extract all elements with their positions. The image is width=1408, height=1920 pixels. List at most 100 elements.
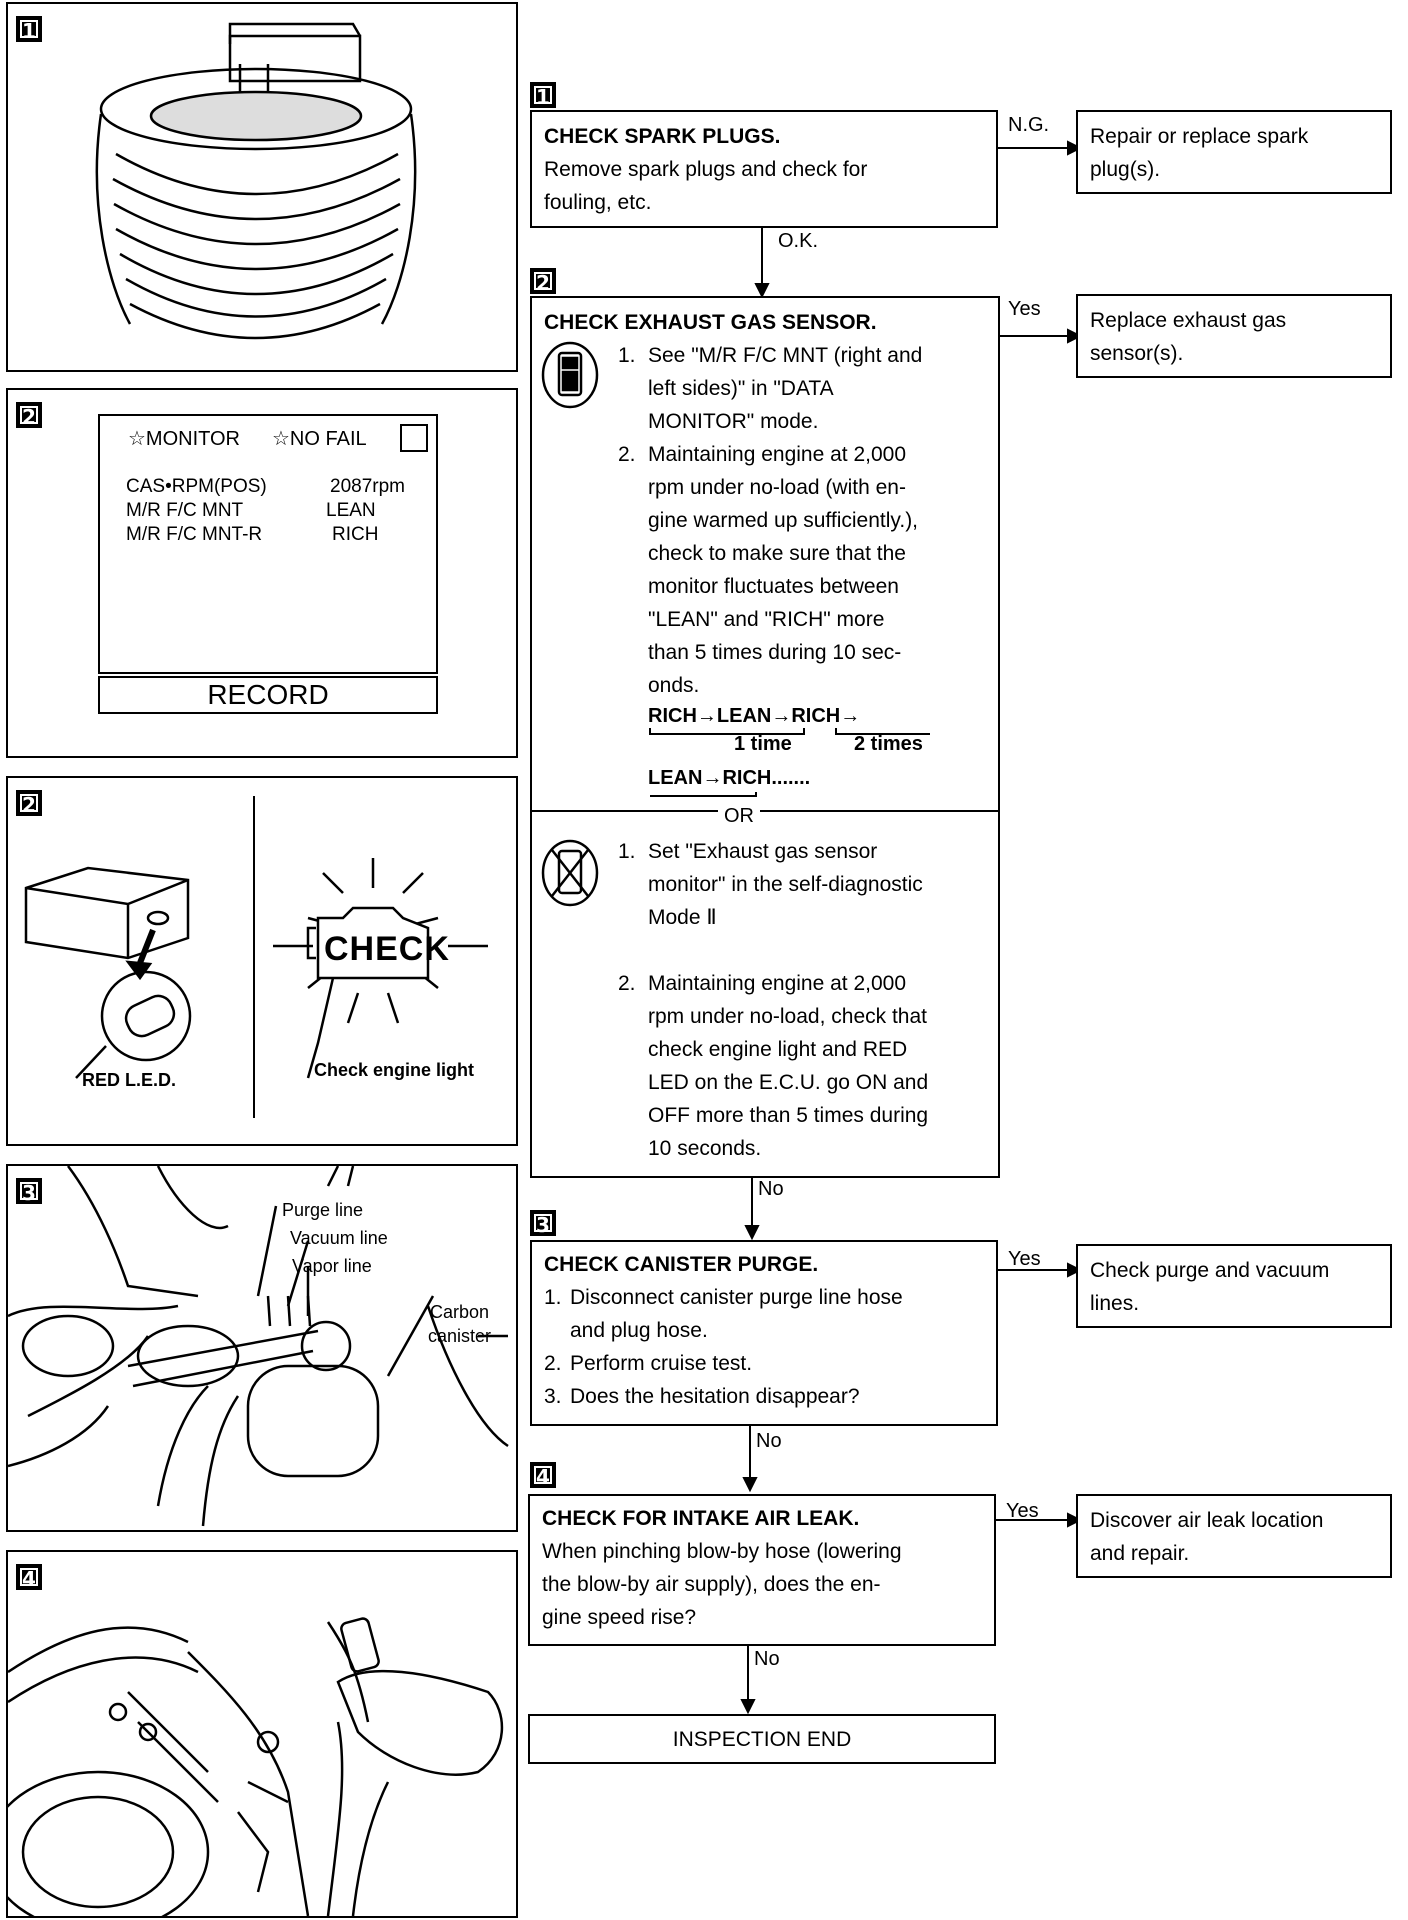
step-number: 3 [530,1210,556,1237]
self-diagnostic-procedure-list: 1. Set "Exhaust gas sensor monitor" in t… [618,835,998,1165]
rich-lean-sequence: RICH→LEAN→RICH→ [648,705,861,727]
row-value: RICH [332,524,379,545]
item-line: monitor fluctuates between [648,575,899,598]
step-number: 2 [530,268,556,295]
one-time-label: 1 time [734,733,792,755]
item-number: 1. [618,840,636,863]
check-engine-light-figure: 2 CHECK RED L.E.D. Check engine light [6,776,518,1146]
no-label: No [756,1430,782,1452]
row-value: 2087rpm [330,476,405,497]
canister-procedure-list: 1. Disconnect canister purge line hose a… [544,1281,984,1413]
item-line: Set "Exhaust gas sensor [648,840,878,863]
inspection-end-box: INSPECTION END [528,1714,996,1764]
item-line: rpm under no-load (with en- [648,476,906,499]
list-item: 1. Set "Exhaust gas sensor monitor" in t… [618,835,998,934]
check-intake-air-leak-box: CHECK FOR INTAKE AIR LEAK. When pinching… [528,1494,996,1646]
consult-procedure-list: 1. See "M/R F/C MNT (right and left side… [618,339,998,702]
step-title: CHECK CANISTER PURGE. [544,1253,819,1276]
no-fail-header: ☆NO FAIL [272,428,367,450]
item-line: left sides)" in "DATA [648,377,834,400]
step-title: CHECK SPARK PLUGS. [544,125,781,148]
item-line: Mode Ⅱ [648,906,717,929]
step-body-line: the blow-by air supply), does the en- [542,1573,881,1596]
item-number: 2. [618,972,636,995]
red-led-label: RED L.E.D. [82,1070,177,1090]
replace-sensor-box: Replace exhaust gas sensor(s). [1076,294,1392,378]
check-text: CHECK [324,930,450,968]
figure-number: 2 [16,402,42,429]
sequence-underline [650,792,757,797]
list-item: 1. See "M/R F/C MNT (right and left side… [618,339,998,438]
list-item: 3. Does the hesitation disappear? [544,1380,984,1413]
canister-illustration [8,1166,509,1527]
item-number: 2. [544,1352,562,1375]
ecu-illustration [24,796,488,1118]
canister-purge-figure: 3 Purge line Vacuum line Vapor line Carb… [6,1164,518,1532]
action-line: lines. [1090,1292,1140,1315]
air-leak-repair-box: Discover air leak location and repair. [1076,1494,1392,1578]
check-engine-light-label: Check engine light [314,1060,475,1080]
item-line: "LEAN" and "RICH" more [648,608,885,631]
no-label: No [754,1648,780,1670]
sequence-bracket [649,728,930,735]
item-number: 2. [618,443,636,466]
row-label: M/R F/C MNT [126,500,244,521]
two-times-label: 2 times [854,733,923,755]
item-line: gine warmed up sufficiently.), [648,509,919,532]
action-line: Repair or replace spark [1090,125,1309,148]
or-text: OR [724,805,754,827]
step-title: CHECK EXHAUST GAS SENSOR. [544,311,877,334]
ng-label: N.G. [1008,114,1050,136]
row-value: LEAN [326,500,376,521]
step-body-line: When pinching blow-by hose (lowering [542,1540,902,1563]
action-line: Discover air leak location [1090,1509,1324,1532]
check-spark-plugs-box: CHECK SPARK PLUGS. Remove spark plugs an… [530,110,998,228]
item-line: LED on the E.C.U. go ON and [648,1071,929,1094]
engine-hand-illustration [8,1617,504,1916]
row-label: CAS•RPM(POS) [126,476,267,497]
purge-line-label: Purge line [282,1200,364,1220]
item-line: 10 seconds. [648,1137,762,1160]
list-item: 2. Maintaining engine at 2,000 rpm under… [618,967,998,1165]
spark-plug-illustration [95,22,417,340]
item-number: 3. [544,1385,562,1408]
or-label: OR [718,804,760,828]
monitor-header: ☆MONITOR [128,428,241,450]
step-body-line: fouling, etc. [544,191,652,214]
item-line: than 5 times during 10 sec- [648,641,902,664]
step-number: 4 [530,1462,556,1489]
item-line: onds. [648,674,700,697]
ok-label: O.K. [778,230,819,252]
spark-plug-figure: 1 [6,2,518,372]
figure-number: 1 [16,16,42,43]
list-item: 1. Disconnect canister purge line hose a… [544,1281,984,1347]
consult-tester-icon [541,341,599,409]
action-line: Check purge and vacuum [1090,1259,1330,1282]
yes-label: Yes [1008,1248,1041,1270]
item-line: check to make sure that the [648,542,906,565]
item-line: check engine light and RED [648,1038,908,1061]
item-number: 1. [618,344,636,367]
check-exhaust-gas-sensor-box: CHECK EXHAUST GAS SENSOR. 1. See "M/R F/… [530,296,1000,1178]
check-canister-purge-box: CHECK CANISTER PURGE. 1. Disconnect cani… [530,1240,998,1426]
no-tester-icon [541,839,599,907]
repair-spark-plug-box: Repair or replace spark plug(s). [1076,110,1392,194]
item-line: OFF more than 5 times during [648,1104,929,1127]
vacuum-line-label: Vacuum line [290,1228,388,1248]
carbon-label: Carbon [430,1302,490,1322]
action-line: and repair. [1090,1542,1190,1565]
canister-label: canister [428,1326,492,1346]
figure-number: 2 [16,790,42,817]
intake-air-leak-figure: 4 [6,1550,518,1918]
item-line: rpm under no-load, check that [648,1005,927,1028]
item-line: Disconnect canister purge line hose [570,1286,903,1309]
or-separator-line [532,810,998,812]
item-line: Maintaining engine at 2,000 [648,972,907,995]
action-line: plug(s). [1090,158,1161,181]
row-label: M/R F/C MNT-R [126,524,263,545]
item-line: monitor" in the self-diagnostic [648,873,923,896]
figure-number: 4 [16,1564,42,1591]
item-line: and plug hose. [570,1319,708,1342]
data-monitor-figure: 2 ☆MONITOR ☆NO FAIL CAS•RPM(POS) 2087rpm… [6,388,518,758]
lean-rich-sequence: LEAN→RICH....... [648,767,811,789]
